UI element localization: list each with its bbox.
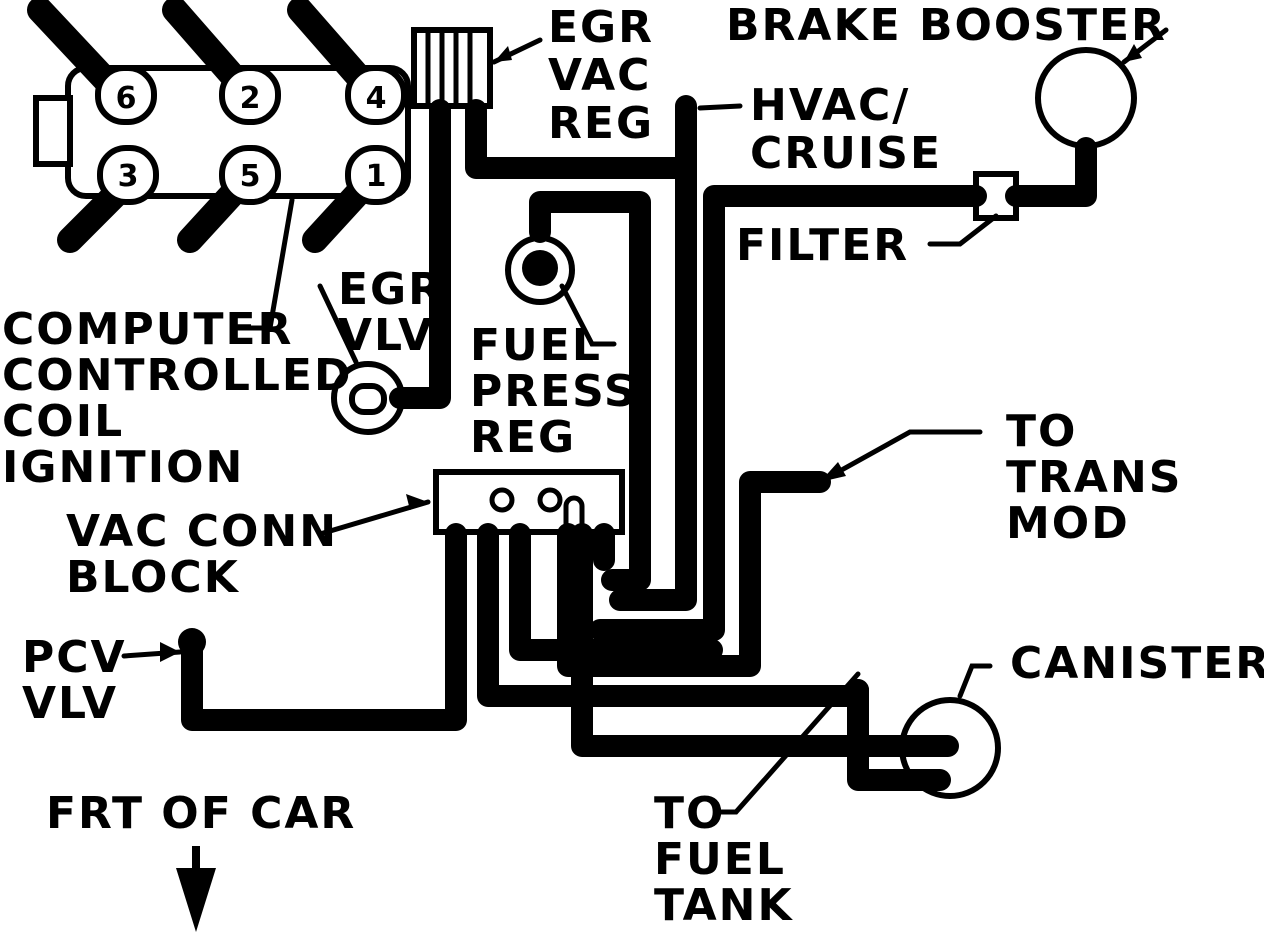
- to-fuel-tank-label: TANK: [654, 880, 794, 931]
- egr-vac-reg-label: VAC: [548, 50, 651, 101]
- egr-vac-reg-label: REG: [548, 98, 654, 149]
- computer-controlled-label: CONTROLLED: [2, 350, 352, 401]
- to-trans-mod-label: TO: [1006, 406, 1077, 457]
- pcv-vlv-label: PCV: [22, 632, 127, 683]
- front-of-car-label: FRT OF CAR: [46, 788, 356, 839]
- brake-booster: [1035, 47, 1137, 149]
- fuel-press-reg-label: PRESS: [470, 366, 638, 417]
- fuel-press-reg-label: FUEL: [470, 320, 602, 371]
- cylinder-number: 3: [118, 159, 139, 194]
- vac-conn-block-label: VAC CONN: [66, 506, 338, 557]
- vac-conn-block: [433, 469, 625, 535]
- to-fuel-tank-label: FUEL: [654, 834, 786, 885]
- front-arrow-icon: [176, 846, 216, 932]
- to-trans-mod-label: TRANS: [1006, 452, 1182, 503]
- hvac-cruise-label: HVAC/: [750, 80, 910, 131]
- filter-label: FILTER: [736, 220, 909, 271]
- engine-coil-pack: 6 2 4 3 5 1: [27, 0, 411, 253]
- canister-label: CANISTER: [1010, 638, 1264, 689]
- fuel-press-reg: [505, 235, 575, 305]
- leader-lines: [121, 27, 1169, 815]
- fuel-press-reg-label: REG: [470, 412, 576, 463]
- to-trans-mod-label: MOD: [1006, 498, 1130, 549]
- egr-vlv-label: EGR: [338, 264, 444, 315]
- vacuum-hoses: [181, 95, 1097, 791]
- egr-vlv-label: VLV: [338, 310, 434, 361]
- cylinder-number: 4: [366, 81, 387, 116]
- egr-vac-reg-label: EGR: [548, 2, 654, 53]
- to-fuel-tank-label: TO: [654, 788, 725, 839]
- cylinder-number: 1: [366, 159, 387, 194]
- cylinder-number: 2: [240, 81, 261, 116]
- pcv-vlv-label: VLV: [22, 678, 118, 729]
- egr-vac-reg-solenoid: [411, 27, 493, 109]
- cylinder-boots: [95, 65, 407, 205]
- computer-controlled-label: COIL: [2, 396, 124, 447]
- hvac-cruise-label: CRUISE: [750, 128, 942, 179]
- cylinder-number: 6: [116, 81, 137, 116]
- cylinder-number: 5: [240, 159, 261, 194]
- brake-booster-label: BRAKE BOOSTER: [726, 0, 1167, 51]
- computer-controlled-label: COMPUTER: [2, 304, 293, 355]
- computer-controlled-label: IGNITION: [2, 442, 244, 493]
- vac-conn-block-label: BLOCK: [66, 552, 240, 603]
- egr-valve: [331, 361, 405, 435]
